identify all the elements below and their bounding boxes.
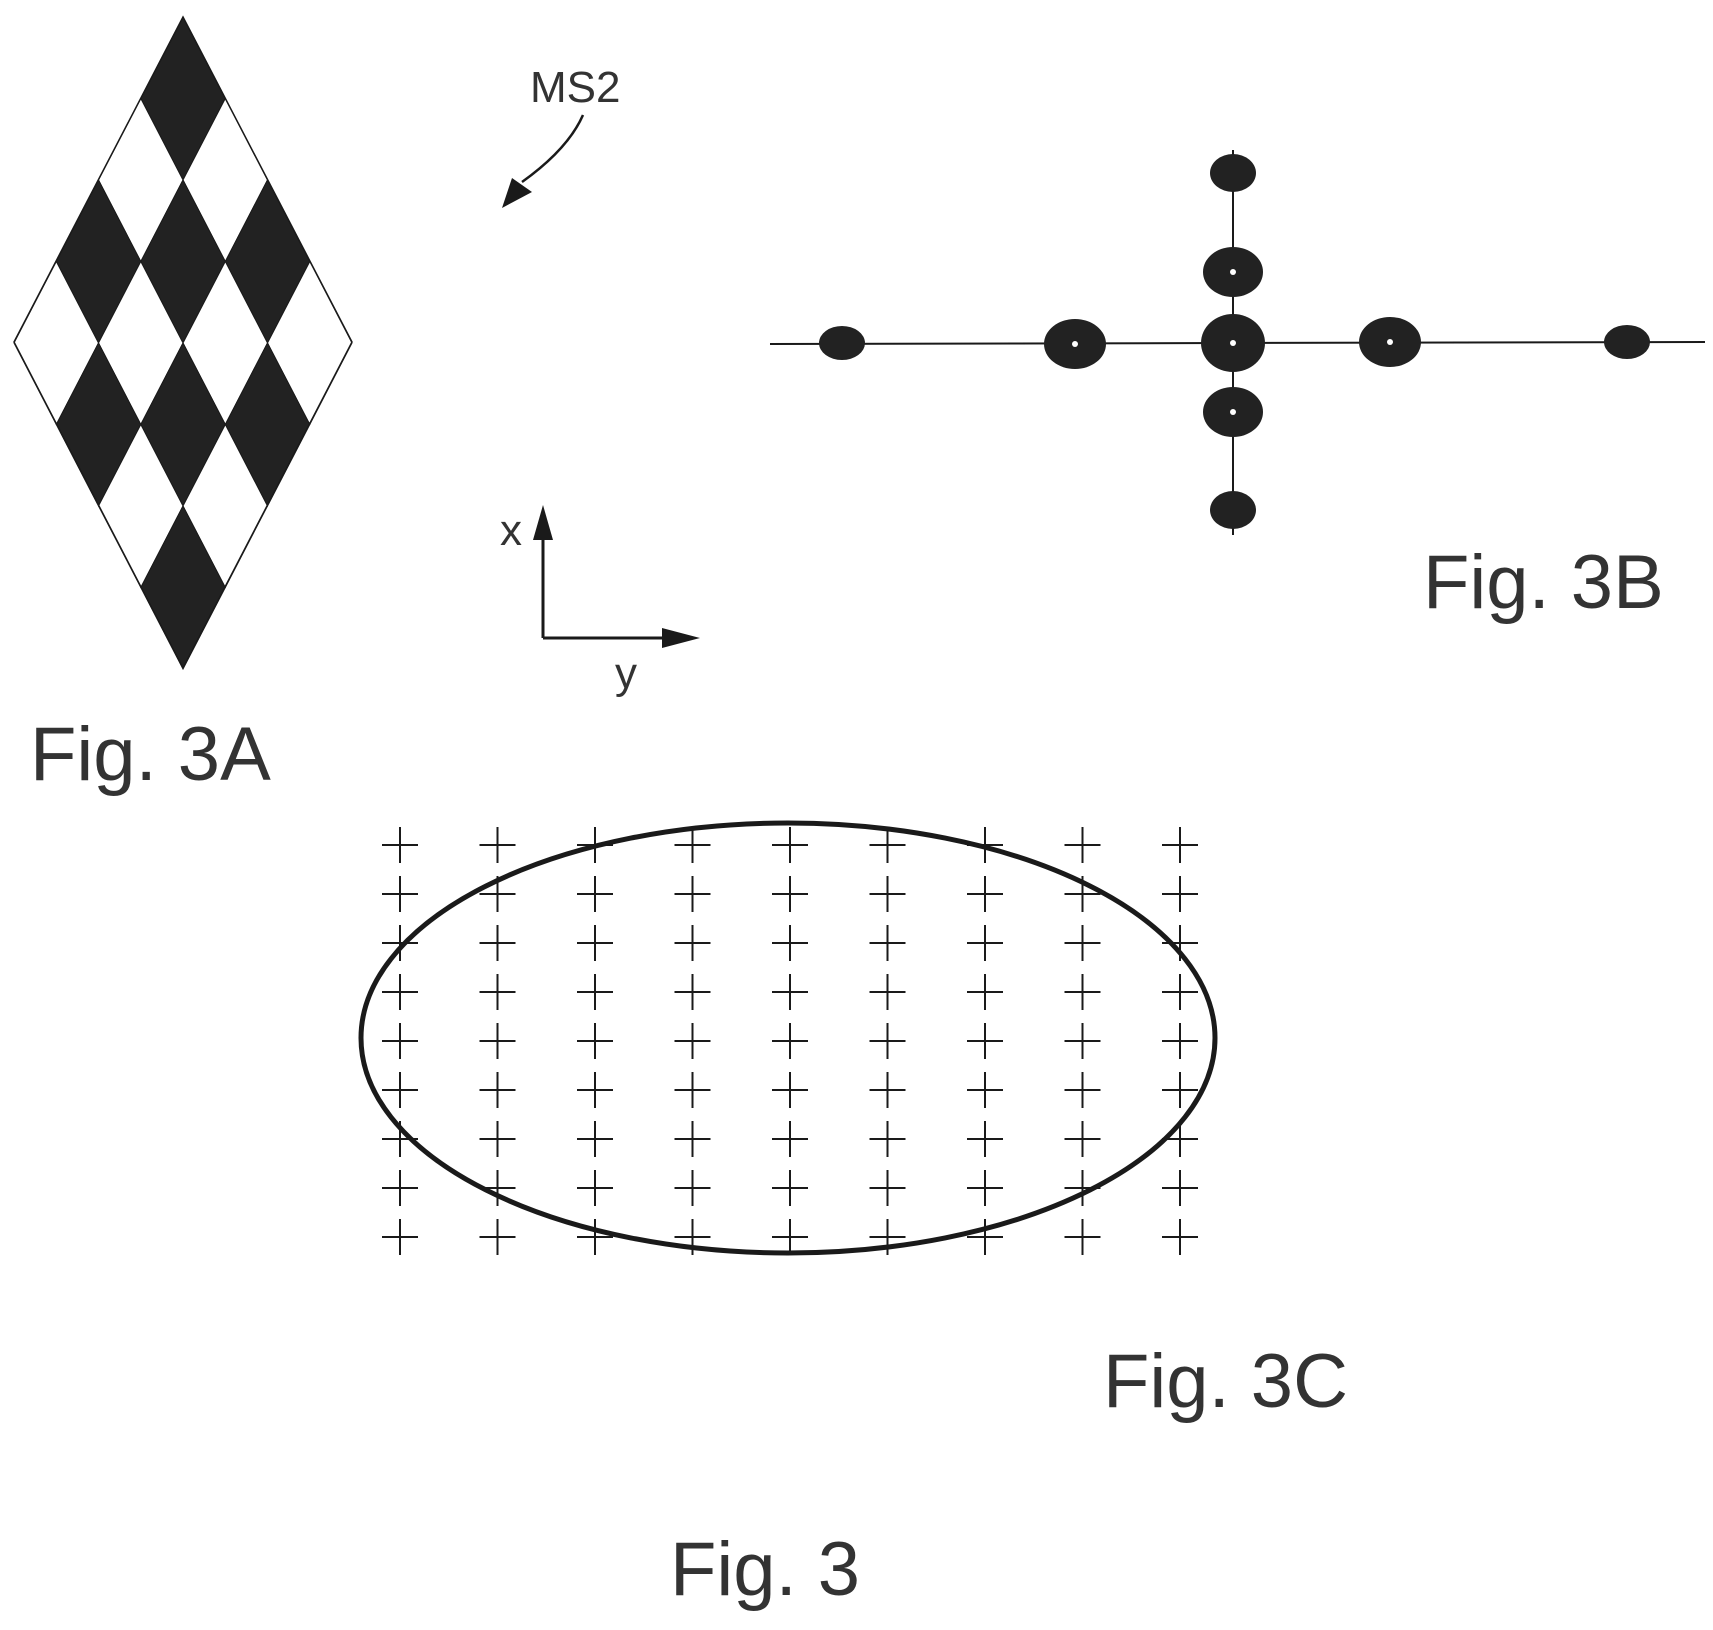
plus-marker <box>870 1023 906 1059</box>
spot-center <box>1230 269 1236 275</box>
y-axis-arrow-icon <box>662 628 700 648</box>
plus-marker <box>480 1121 516 1157</box>
plus-marker <box>1065 1023 1101 1059</box>
x-axis-arrow-icon <box>533 505 553 540</box>
plus-marker <box>967 1023 1003 1059</box>
plus-marker <box>577 925 613 961</box>
spot <box>1210 154 1256 192</box>
plus-marker <box>675 1072 711 1108</box>
spot <box>1604 325 1650 359</box>
plus-marker <box>1162 1023 1198 1059</box>
plus-marker <box>772 974 808 1010</box>
plus-marker <box>577 876 613 912</box>
plus-marker <box>1162 827 1198 863</box>
fig-3a-diamond-pattern <box>14 17 352 669</box>
plus-marker <box>870 876 906 912</box>
plus-marker <box>967 1121 1003 1157</box>
plus-marker <box>382 1023 418 1059</box>
plus-marker <box>870 1072 906 1108</box>
spot-center <box>1387 339 1393 345</box>
plus-marker <box>675 876 711 912</box>
plus-marker <box>675 1023 711 1059</box>
plus-marker <box>1162 1170 1198 1206</box>
plus-marker <box>772 1072 808 1108</box>
plus-marker <box>480 1023 516 1059</box>
plus-marker <box>870 1121 906 1157</box>
plus-marker <box>675 974 711 1010</box>
plus-marker <box>772 1023 808 1059</box>
plus-marker <box>1065 925 1101 961</box>
fig-3c-label: Fig. 3C <box>1103 1339 1348 1424</box>
spot-center <box>1230 409 1236 415</box>
plus-marker <box>772 1219 808 1255</box>
plus-marker <box>1065 1219 1101 1255</box>
plus-marker <box>1065 827 1101 863</box>
plus-marker <box>382 1072 418 1108</box>
fig-3b-label: Fig. 3B <box>1423 540 1664 625</box>
plus-marker <box>967 876 1003 912</box>
plus-marker <box>1162 1219 1198 1255</box>
spot <box>1210 491 1256 529</box>
plus-marker <box>772 1121 808 1157</box>
plus-marker <box>675 925 711 961</box>
plus-marker <box>577 1170 613 1206</box>
spot-center <box>1072 341 1078 347</box>
plus-marker <box>382 827 418 863</box>
plus-marker <box>480 827 516 863</box>
plus-marker <box>382 876 418 912</box>
plus-marker <box>382 925 418 961</box>
plus-marker <box>577 1072 613 1108</box>
spot-center <box>1230 340 1236 346</box>
plus-marker <box>577 1023 613 1059</box>
axis-y-label: y <box>615 649 637 698</box>
plus-marker <box>772 876 808 912</box>
plus-marker <box>1162 876 1198 912</box>
plus-marker <box>772 827 808 863</box>
plus-marker <box>382 974 418 1010</box>
axis-indicator: x y <box>500 505 700 698</box>
plus-marker <box>577 1121 613 1157</box>
ms2-callout: MS2 <box>502 63 620 208</box>
plus-marker <box>870 974 906 1010</box>
plus-marker <box>870 925 906 961</box>
spot <box>819 326 865 360</box>
plus-marker <box>1065 1121 1101 1157</box>
plus-marker <box>1065 974 1101 1010</box>
plus-marker <box>675 1121 711 1157</box>
plus-marker <box>382 1219 418 1255</box>
fig-3c-grid-pattern <box>361 823 1215 1255</box>
fig-3a-label: Fig. 3A <box>30 712 271 797</box>
plus-marker <box>772 1170 808 1206</box>
plus-marker <box>480 974 516 1010</box>
ms2-arrowhead-icon <box>502 178 532 208</box>
plus-marker <box>1162 974 1198 1010</box>
plus-marker <box>480 925 516 961</box>
plus-marker <box>577 974 613 1010</box>
plus-marker <box>967 974 1003 1010</box>
ms2-leader-line <box>522 115 583 182</box>
axis-x-label: x <box>500 506 522 555</box>
plus-marker <box>772 925 808 961</box>
plus-marker <box>967 925 1003 961</box>
plus-marker <box>382 1170 418 1206</box>
ms2-label: MS2 <box>530 63 620 112</box>
plus-marker <box>675 1170 711 1206</box>
plus-marker <box>480 1072 516 1108</box>
plus-marker <box>967 1170 1003 1206</box>
fig-3b-spot-pattern <box>770 150 1705 535</box>
plus-marker <box>1065 1072 1101 1108</box>
plus-marker <box>967 1072 1003 1108</box>
fig-3-label: Fig. 3 <box>670 1527 860 1612</box>
plus-marker <box>480 1219 516 1255</box>
plus-marker <box>870 1170 906 1206</box>
